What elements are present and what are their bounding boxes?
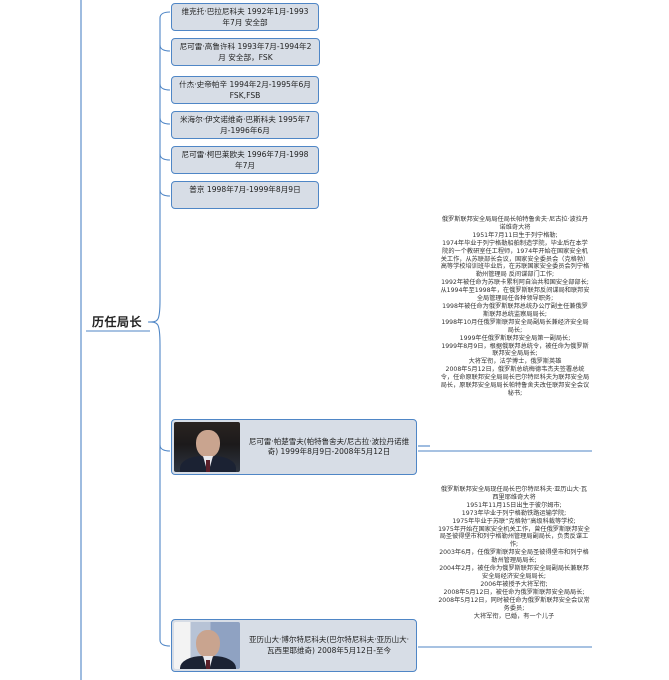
director-node-label: 尼可雷·柯巴莱欧夫 1996年7月-1998年7月 (181, 150, 309, 170)
director-node-7[interactable]: 尼可雷·帕楚雪夫(帕特鲁舍夫/尼古拉·波拉丹诺维奇) 1999年8月9日-200… (171, 419, 417, 475)
director-node-label: 尼可雷·高鲁许科 1993年7月-1994年2月 安全部，FSK (179, 42, 312, 62)
portrait-photo-bortnikov-icon (174, 622, 240, 669)
bio-text-bortnikov: 俄罗斯联邦安全局现任局长巴尔特尼科夫·亚历山大·瓦西里耶维奇大将 1951年11… (438, 486, 590, 620)
director-node-6[interactable]: 普京 1998年7月-1999年8月9日 (171, 181, 319, 209)
director-node-1[interactable]: 维克托·巴拉尼科夫 1992年1月-1993年7月 安全部 (171, 3, 319, 31)
director-node-3[interactable]: 什杰·史帝帕辛 1994年2月-1995年6月 FSK,FSB (171, 76, 319, 104)
director-node-8[interactable]: 亚历山大·博尔特尼科夫(巴尔特尼科夫·亚历山大·瓦西里耶维奇) 2008年5月1… (171, 619, 417, 672)
director-node-label: 尼可雷·帕楚雪夫(帕特鲁舍夫/尼古拉·波拉丹诺维奇) 1999年8月9日-200… (248, 436, 410, 457)
director-node-2[interactable]: 尼可雷·高鲁许科 1993年7月-1994年2月 安全部，FSK (171, 38, 320, 66)
director-node-label: 普京 1998年7月-1999年8月9日 (189, 185, 301, 194)
director-node-label: 亚历山大·博尔特尼科夫(巴尔特尼科夫·亚历山大·瓦西里耶维奇) 2008年5月1… (248, 635, 410, 655)
director-node-label: 维克托·巴拉尼科夫 1992年1月-1993年7月 安全部 (181, 7, 309, 27)
root-topic-label[interactable]: 历任局长 (92, 315, 143, 329)
portrait-photo-patrushev-icon (174, 422, 240, 472)
director-node-label: 米海尔·伊文诺维奇·巴斯科夫 1995年7月-1996年6月 (179, 115, 311, 135)
director-node-4[interactable]: 米海尔·伊文诺维奇·巴斯科夫 1995年7月-1996年6月 (171, 111, 319, 139)
director-node-label: 什杰·史帝帕辛 1994年2月-1995年6月 FSK,FSB (179, 80, 311, 100)
director-node-5[interactable]: 尼可雷·柯巴莱欧夫 1996年7月-1998年7月 (171, 146, 319, 174)
bio-text-patrushev: 俄罗斯联邦安全局局任局长帕特鲁舍夫·尼古拉·波拉丹诺维奇大将 1951年7月11… (440, 216, 590, 397)
